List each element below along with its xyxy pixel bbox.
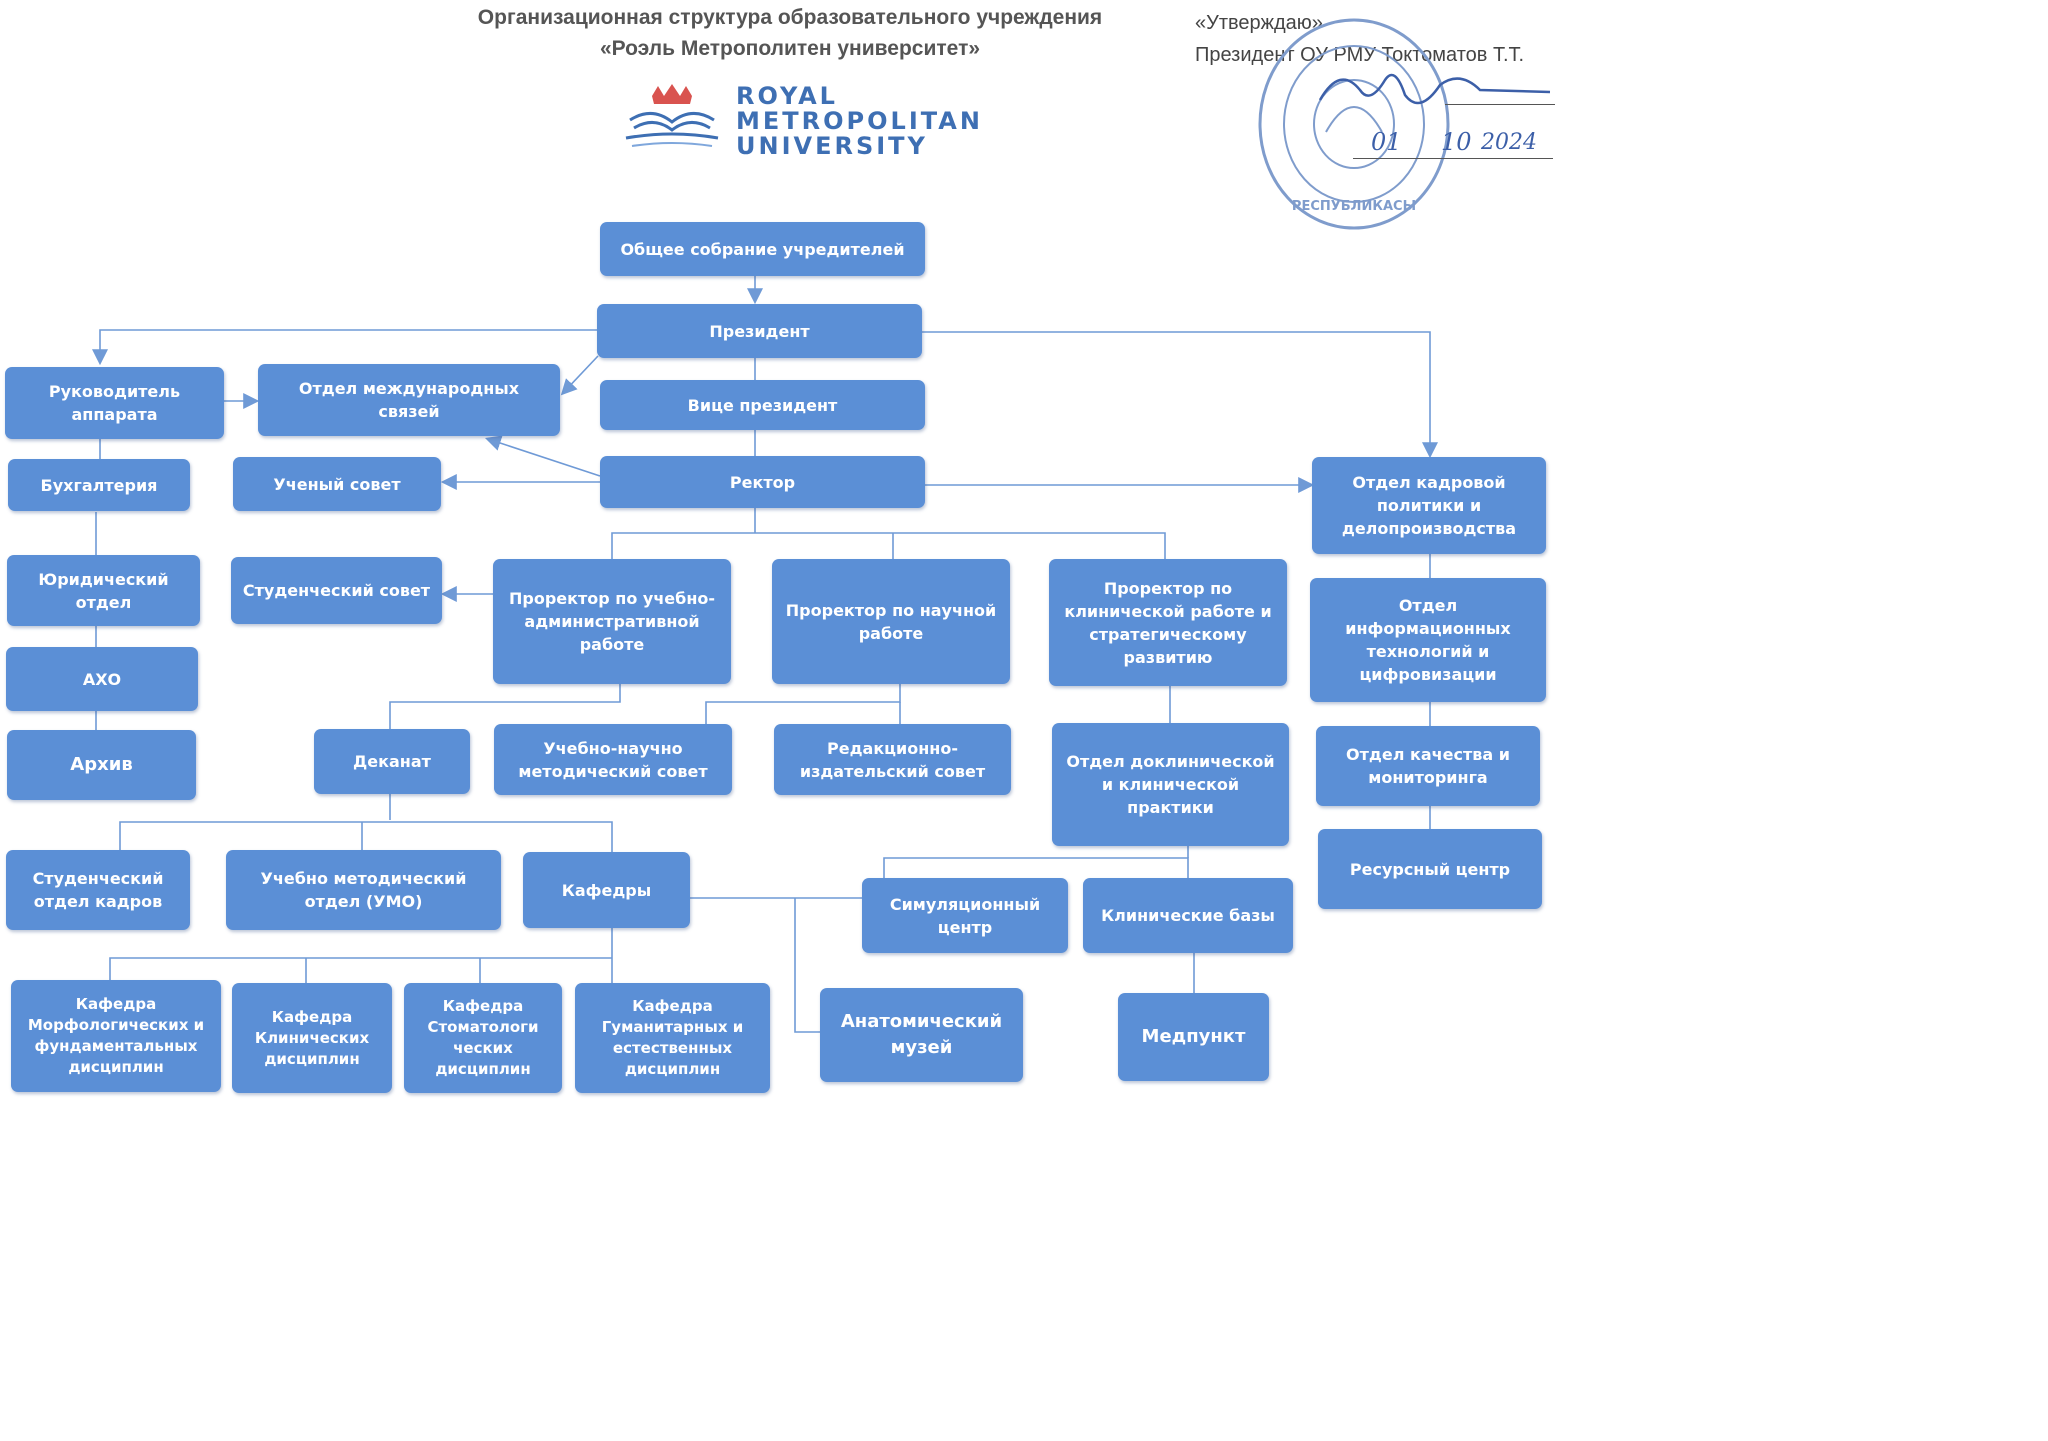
node-deanery: Деканат bbox=[314, 729, 470, 794]
node-president: Президент bbox=[597, 304, 922, 358]
node-rector: Ректор bbox=[600, 456, 925, 508]
node-legal-dept: Юридический отдел bbox=[7, 555, 200, 626]
node-umo: Учебно методический отдел (УМО) bbox=[226, 850, 501, 930]
chart-title: Организационная структура образовательно… bbox=[477, 6, 1103, 29]
node-student-council: Студенческий совет bbox=[231, 557, 442, 624]
node-academic-council: Ученый совет bbox=[233, 457, 441, 511]
node-prorector-admin: Проректор по учебно-административной раб… bbox=[493, 559, 731, 684]
official-stamp-icon: РЕСПУБЛИКАСЫ bbox=[1258, 18, 1450, 230]
node-editorial-council: Редакционно-издательский совет bbox=[774, 724, 1011, 795]
node-anatomy-museum: Анатомический музей bbox=[820, 988, 1023, 1082]
date-day: 01 bbox=[1371, 128, 1402, 156]
node-dept-dental: Кафедра Стоматологи ческих дисциплин bbox=[404, 983, 562, 1093]
node-clinical-bases: Клинические базы bbox=[1083, 878, 1293, 953]
node-intl-dept: Отдел международных связей bbox=[258, 364, 560, 436]
date-year: 2024 bbox=[1481, 130, 1537, 155]
node-clinical-practice: Отдел доклинической и клинической практи… bbox=[1052, 723, 1289, 846]
node-vice-president: Вице президент bbox=[600, 380, 925, 430]
node-prorector-science: Проректор по научной работе bbox=[772, 559, 1010, 684]
signature-line bbox=[1445, 104, 1555, 105]
node-departments: Кафедры bbox=[523, 852, 690, 928]
node-medpoint: Медпункт bbox=[1118, 993, 1269, 1081]
logo-line-royal: ROYAL bbox=[736, 82, 838, 110]
node-resource-center: Ресурсный центр bbox=[1318, 829, 1542, 909]
logo-line-university: UNIVERSITY bbox=[736, 132, 928, 160]
node-student-hr: Студенческий отдел кадров bbox=[6, 850, 190, 930]
approval-signatory: Президент ОУ РМУ Токтоматов Т.Т. bbox=[1195, 44, 1525, 66]
node-prorector-clinical: Проректор по клинической работе и страте… bbox=[1049, 559, 1287, 686]
node-quality-dept: Отдел качества и мониторинга bbox=[1316, 726, 1540, 806]
node-general-meeting: Общее собрание учредителей bbox=[600, 222, 925, 276]
node-it-dept: Отдел информационных технологий и цифров… bbox=[1310, 578, 1546, 702]
node-dept-morph: Кафедра Морфологических и фундаментальны… bbox=[11, 980, 221, 1092]
node-accounting: Бухгалтерия bbox=[8, 459, 190, 511]
approval-label: «Утверждаю» bbox=[1195, 12, 1323, 34]
date-month: 10 bbox=[1441, 128, 1472, 156]
svg-text:РЕСПУБЛИКАСЫ: РЕСПУБЛИКАСЫ bbox=[1292, 199, 1416, 214]
node-archive: Архив bbox=[7, 730, 196, 800]
node-head-of-office: Руководитель аппарата bbox=[5, 367, 224, 439]
university-logo-icon bbox=[625, 84, 719, 147]
logo-line-metropolitan: METROPOLITAN bbox=[736, 107, 983, 135]
node-dept-humanities: Кафедра Гуманитарных и естественных дисц… bbox=[575, 983, 770, 1093]
node-hr-dept: Отдел кадровой политики и делопроизводст… bbox=[1312, 457, 1546, 554]
chart-subtitle: «Роэль Метрополитен университет» bbox=[599, 37, 981, 60]
approval-date: 01 10 2024 bbox=[1353, 128, 1553, 164]
node-aho: АХО bbox=[6, 647, 198, 711]
connector-lines bbox=[92, 276, 1438, 1033]
node-methodical-council: Учебно-научно методический совет bbox=[494, 724, 732, 795]
node-simulation-center: Симуляционный центр bbox=[862, 878, 1068, 953]
signature-icon bbox=[1318, 73, 1551, 105]
node-dept-clinical: Кафедра Клинических дисциплин bbox=[232, 983, 392, 1093]
